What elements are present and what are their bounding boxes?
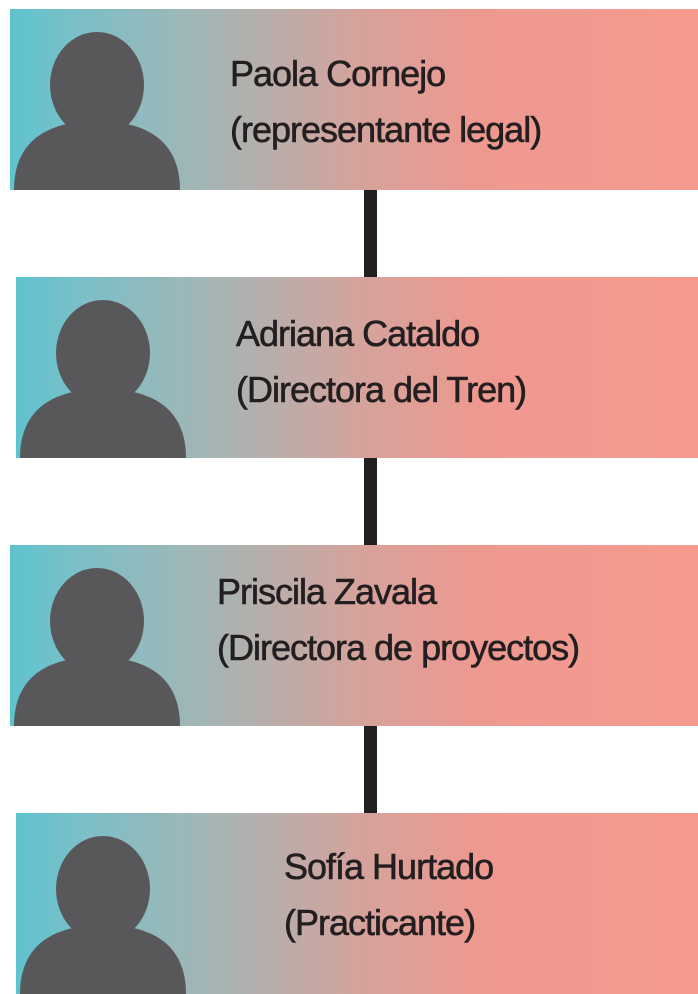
person-icon	[16, 277, 186, 458]
connector-line	[364, 190, 377, 278]
member-label: Sofía Hurtado (Practicante)	[284, 839, 495, 951]
member-label: Priscila Zavala (Directora de proyectos)	[217, 564, 581, 676]
member-role: (Directora del Tren)	[236, 369, 528, 411]
member-card: Paola Cornejo (representante legal)	[10, 9, 698, 190]
connector-line	[364, 458, 377, 546]
member-role: (representante legal)	[230, 109, 543, 151]
member-name: Paola Cornejo	[230, 53, 447, 95]
member-card: Priscila Zavala (Directora de proyectos)	[10, 545, 698, 726]
member-card: Adriana Cataldo (Directora del Tren)	[16, 277, 698, 458]
connector-line	[364, 726, 377, 814]
person-icon	[16, 813, 186, 994]
member-role: (Practicante)	[284, 902, 477, 944]
member-label: Adriana Cataldo (Directora del Tren)	[236, 306, 528, 418]
person-icon	[10, 9, 180, 190]
member-card: Sofía Hurtado (Practicante)	[16, 813, 698, 994]
member-role: (Directora de proyectos)	[217, 627, 581, 669]
member-label: Paola Cornejo (representante legal)	[230, 46, 543, 158]
person-icon	[10, 545, 180, 726]
member-name: Adriana Cataldo	[236, 313, 481, 355]
member-name: Sofía Hurtado	[284, 846, 495, 888]
member-name: Priscila Zavala	[217, 571, 438, 613]
